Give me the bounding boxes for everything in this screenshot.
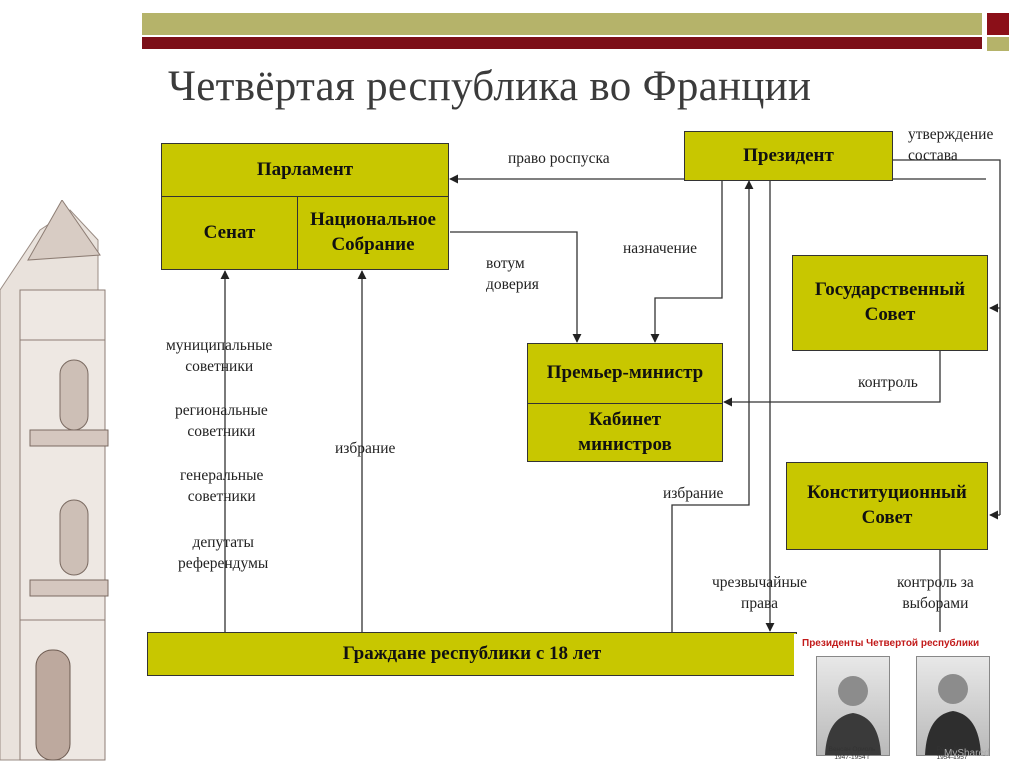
state-council-label-1: Государственный (814, 279, 966, 301)
deputies-line-2: референдумы (178, 554, 269, 572)
portrait-coty (916, 656, 990, 756)
top-decor-square (987, 13, 1009, 35)
emergency-line-1: чрезвычайные (712, 574, 808, 591)
municipal-line-1: муниципальные (166, 337, 273, 354)
election-parliament-label: избрание (335, 440, 396, 457)
general-councillors-label: генеральные советники (180, 466, 263, 508)
constitutional-council-box: Конституционный Совет (786, 462, 988, 550)
cabinet-label-1: Кабинет (588, 408, 662, 430)
cabinet-label-2: министров (578, 433, 672, 455)
citizens-label: Граждане республики с 18 лет (342, 642, 602, 664)
approval-label-line-1: утверждение (908, 126, 994, 143)
state-council-label-2: Совет (864, 304, 916, 325)
senate-box: Сенат (161, 196, 298, 270)
caption-coty: Рене Коти 1954-1957 (914, 746, 990, 762)
general-line-1: генеральные (180, 467, 264, 484)
caption-coty-years: 1954-1957 (936, 753, 968, 761)
caption-coty-name: Рене Коти (936, 746, 968, 753)
emergency-line-2: права (741, 594, 778, 612)
state-council-box: Государственный Совет (792, 255, 988, 351)
deputies-line-1: депутаты (192, 534, 254, 551)
top-decor-line (142, 37, 982, 49)
parliament-label: Парламент (256, 158, 354, 180)
prime-minister-label: Премьер-министр (546, 362, 704, 384)
senate-label: Сенат (203, 221, 256, 243)
caption-auriol: Венсан Ориоль 1947-1954 г (814, 746, 890, 762)
person-icon (925, 674, 981, 755)
national-assembly-label-2: Собрание (331, 234, 415, 255)
caption-auriol-name: Венсан Ориоль (828, 746, 876, 753)
building-illustration (0, 200, 109, 761)
portrait-auriol (816, 656, 890, 756)
appointment-label: назначение (623, 240, 697, 257)
watermark: MyShared (944, 748, 990, 759)
municipal-line-2: советники (185, 357, 254, 375)
caption-auriol-years: 1947-1954 г (834, 753, 870, 761)
control-label: контроль (858, 374, 918, 391)
election-president-label: избрание (663, 485, 724, 502)
top-decor-square-small (987, 37, 1009, 51)
regional-councillors-label: региональные советники (175, 401, 268, 443)
president-label: Президент (743, 144, 834, 166)
approval-label: утверждение состава (908, 125, 993, 167)
approval-label-line-2: состава (908, 146, 958, 164)
cabinet-box: Кабинет министров (527, 403, 723, 462)
top-decor-bar (142, 13, 982, 35)
municipal-councillors-label: муниципальные советники (166, 336, 272, 378)
slide-title: Четвёртая республика во Франции (168, 63, 812, 110)
citizens-box: Граждане республики с 18 лет (147, 632, 797, 676)
regional-line-2: советники (187, 422, 256, 440)
national-assembly-label-1: Национальное (310, 209, 436, 231)
constitutional-council-label-2: Совет (861, 507, 913, 528)
photos-title: Президенты Четвертой республики (802, 638, 980, 649)
dissolution-right-label: право роспуска (508, 150, 610, 167)
general-line-2: советники (187, 487, 256, 505)
presidents-photo-card: Президенты Четвертой республики Венсан О… (794, 634, 1010, 767)
election-control-line-2: выборами (902, 594, 969, 612)
election-control-line-1: контроль за (897, 574, 974, 591)
vote-confidence-line-2: доверия (486, 275, 539, 293)
regional-line-1: региональные (175, 402, 268, 419)
president-box: Президент (684, 131, 893, 181)
national-assembly-box: Национальное Собрание (297, 196, 449, 270)
deputies-referendums-label: депутаты референдумы (178, 533, 268, 575)
constitutional-council-label-1: Конституционный (807, 482, 967, 504)
parliament-box: Парламент (161, 143, 449, 197)
prime-minister-box: Премьер-министр (527, 343, 723, 404)
person-icon (825, 676, 881, 755)
emergency-rights-label: чрезвычайные права (712, 573, 807, 615)
election-control-label: контроль за выборами (897, 573, 974, 615)
vote-confidence-line-1: вотум (486, 255, 525, 272)
vote-confidence-label: вотум доверия (486, 254, 539, 296)
